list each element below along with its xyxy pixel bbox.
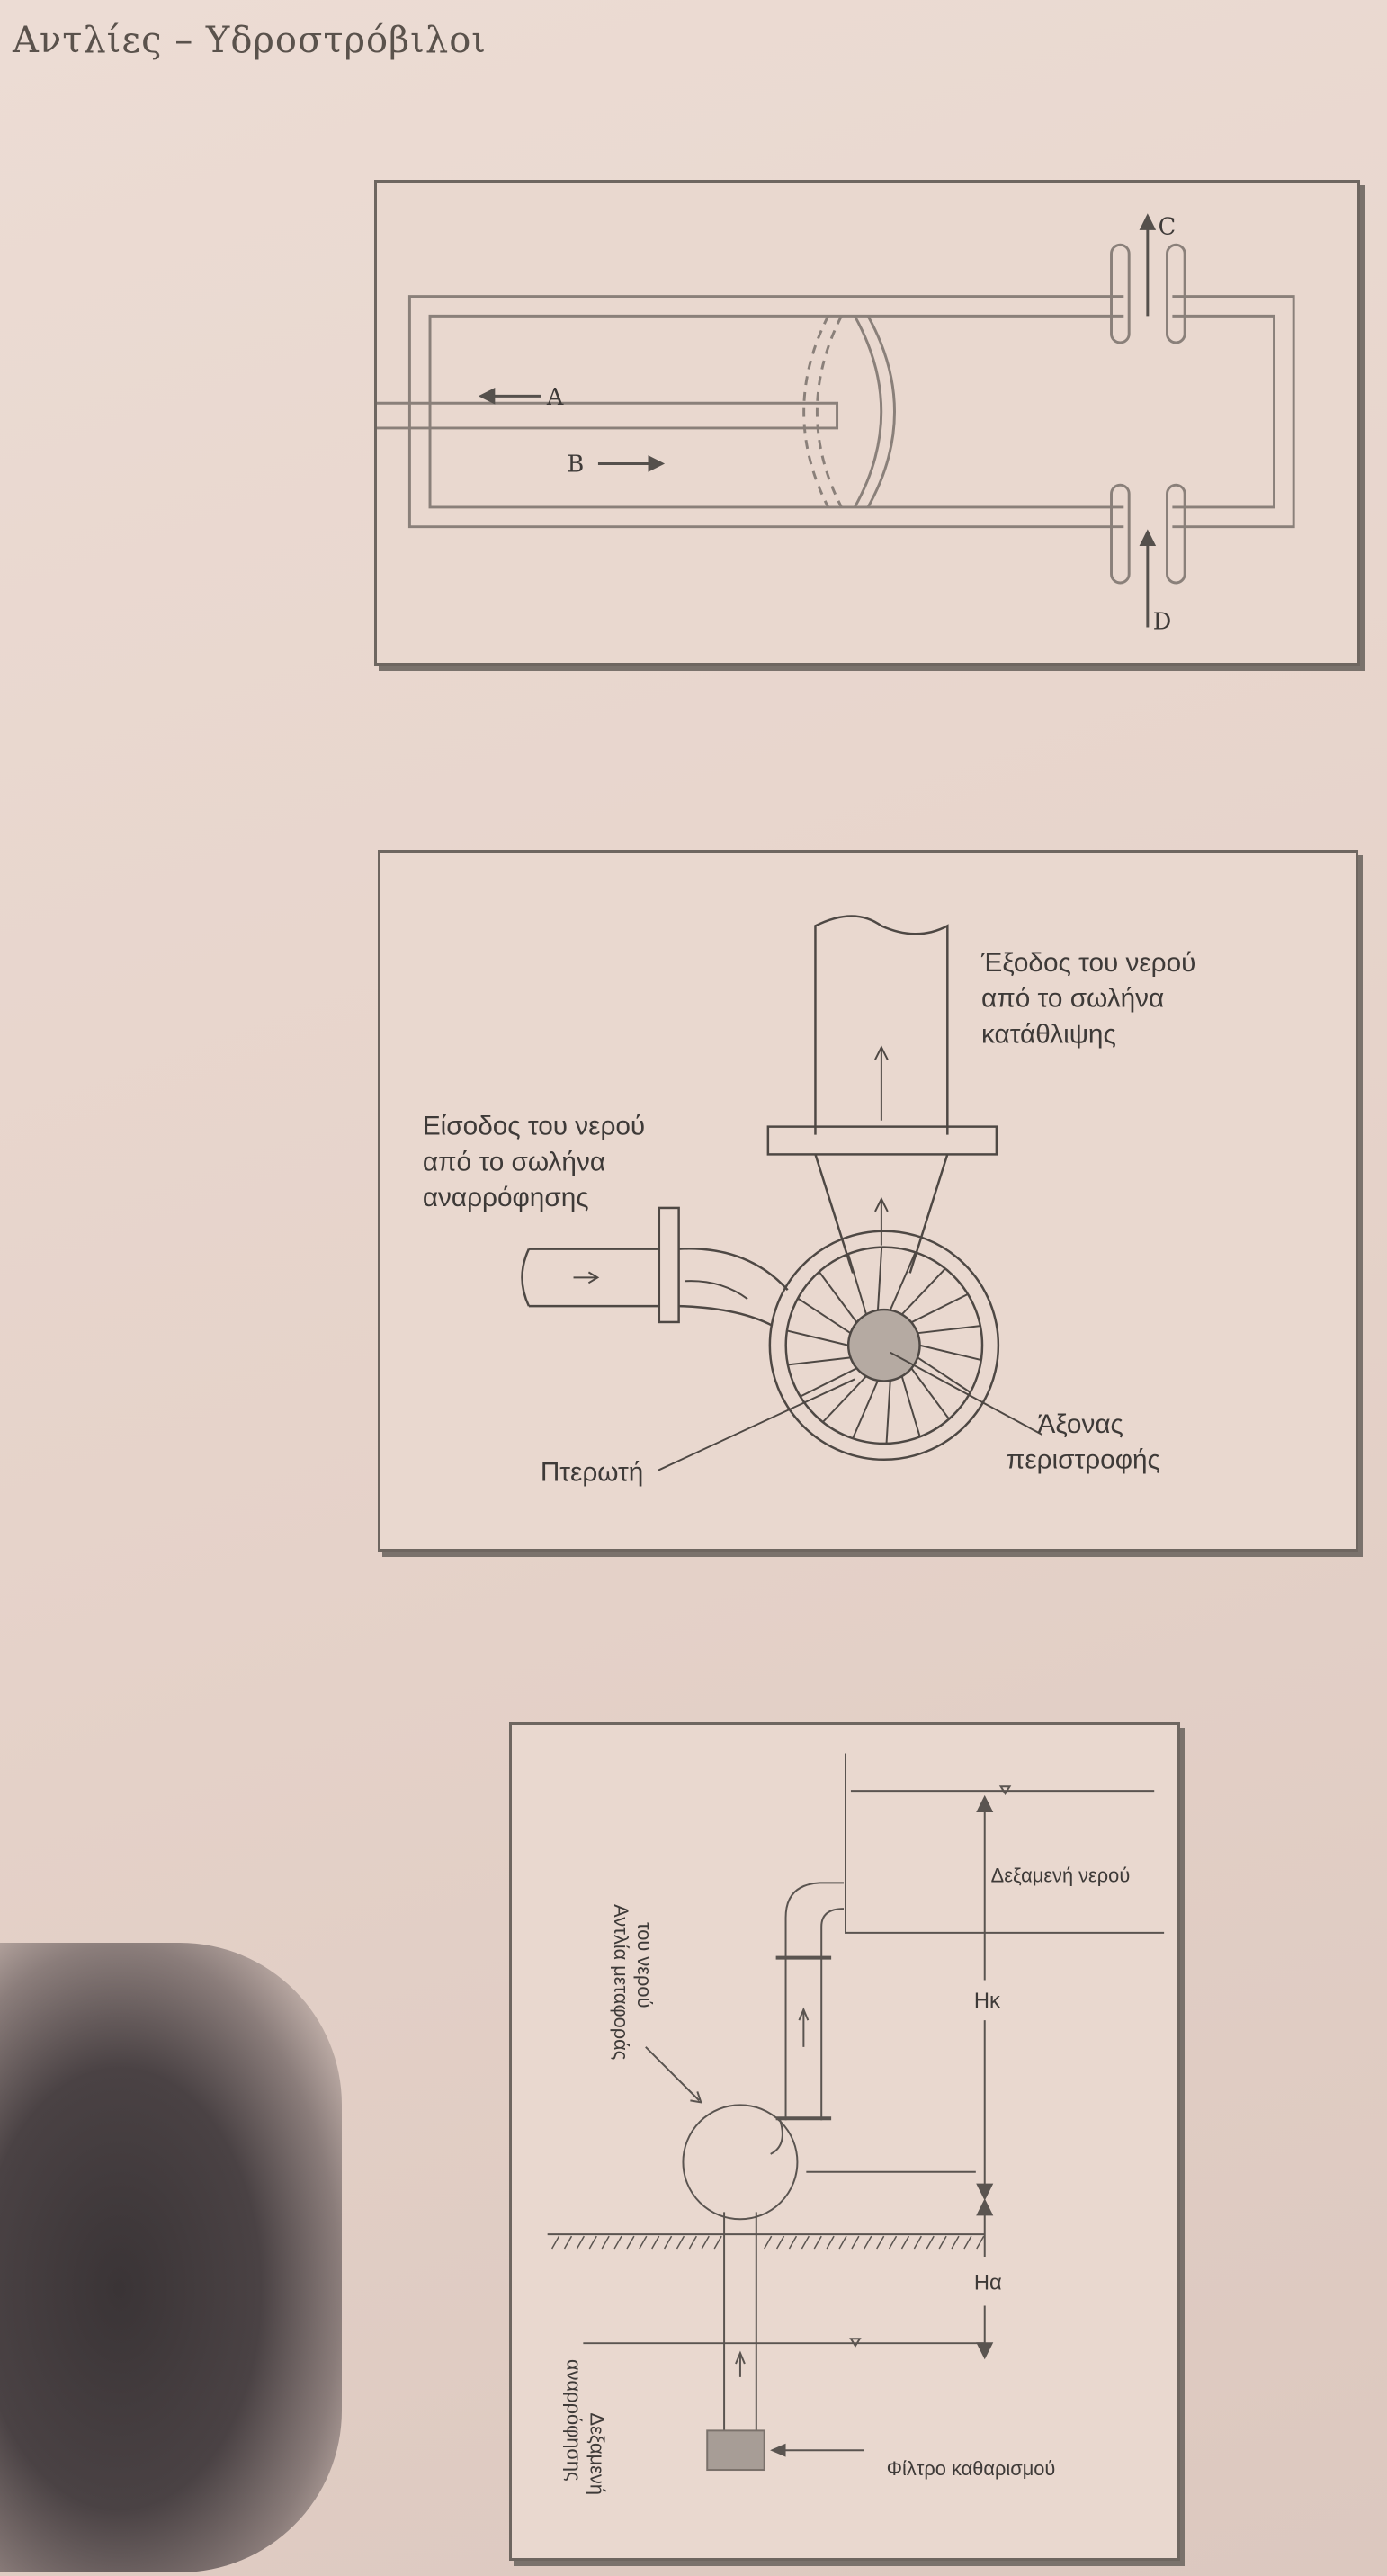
piston-ghost [802, 315, 843, 508]
ground-hatch [550, 2235, 560, 2250]
impeller-label: Πτερωτή [541, 1458, 644, 1488]
impeller-blade [910, 1292, 969, 1324]
hk-label: Hκ [974, 1989, 1000, 2013]
outlet-valve [1110, 243, 1186, 344]
ground-hatch [688, 2235, 697, 2250]
suction-pipe [521, 1248, 659, 1308]
impeller-blade [900, 1375, 921, 1437]
ground-hatch [576, 2235, 585, 2250]
ground-hatch [913, 2235, 922, 2250]
pointer-axis [890, 1351, 1042, 1436]
ground-hatch [626, 2235, 635, 2250]
ground-hatch [701, 2235, 710, 2250]
pump-label-line2: του νερού [633, 1922, 656, 2008]
pump-casing [682, 2104, 799, 2221]
ground-hatch [938, 2235, 947, 2250]
ground-hatch [563, 2235, 573, 2250]
impeller-blade [797, 1297, 852, 1335]
impeller-blade [900, 1267, 946, 1316]
volute [768, 1230, 1000, 1462]
ground-hatch [851, 2235, 860, 2250]
figure-piston-pump: A B C D [374, 180, 1360, 666]
suction-pipe [723, 2212, 757, 2446]
discharge-pipe [814, 915, 949, 1135]
hand-shadow [0, 1943, 342, 2572]
outlet-label-line2: από το σωλήνα [981, 984, 1164, 1014]
outlet-label-line1: Έξοδος του νερού [980, 948, 1195, 978]
inlet-valve [1110, 483, 1186, 585]
impeller-blade [847, 1253, 867, 1315]
piston-rod [377, 401, 839, 430]
discharge-flange [766, 1125, 998, 1156]
impeller-blades [786, 1247, 982, 1444]
ground-hatch [788, 2235, 798, 2250]
outlet-label-line3: κατάθλιψης [981, 1019, 1116, 1049]
ground-hatch [764, 2235, 773, 2250]
inlet-label-line3: αναρρόφησης [423, 1183, 589, 1212]
ha-label: Hα [974, 2271, 1002, 2295]
impeller-blade [786, 1329, 849, 1346]
ground-hatch [951, 2235, 960, 2250]
suction-tank-label-line1: Δεξαμενή [586, 2413, 608, 2495]
label-a: A [546, 384, 564, 411]
shaft-hub [846, 1308, 921, 1382]
filter-label: Φίλτρο καθαρισμού [887, 2457, 1056, 2480]
ground-hatch [801, 2235, 810, 2250]
impeller-blade [919, 1344, 982, 1362]
ground-hatch [588, 2235, 597, 2250]
pointer-impeller [658, 1378, 855, 1471]
ground-hatch [926, 2235, 935, 2250]
ground-hatch [613, 2235, 622, 2250]
impeller-blade [889, 1251, 917, 1311]
pump-label-line1: Αντλία μεταφοράς [610, 1904, 632, 2060]
impeller-blade [787, 1356, 851, 1366]
ground-hatch [775, 2235, 785, 2250]
ground-hatch [876, 2235, 885, 2250]
tank-label: Δεξαμενή νερού [991, 1864, 1131, 1886]
inlet-label-line1: Είσοδος του νερού [423, 1112, 645, 1141]
page-title: Αντλίες – Υδροστρόβιλοι [13, 20, 487, 61]
upper-water-level [850, 1785, 1155, 1796]
inlet-label-line2: από το σωλήνα [423, 1147, 605, 1176]
label-d: D [1153, 608, 1171, 635]
axis-label-line2: περιστροφής [1007, 1445, 1160, 1475]
ground-hatch [864, 2235, 872, 2250]
filter [706, 2429, 765, 2472]
impeller-blade [822, 1375, 867, 1423]
head-dimensions [976, 1794, 994, 2360]
impeller-blade [885, 1380, 891, 1444]
suction-flange [658, 1206, 680, 1324]
ground-hatch [676, 2235, 685, 2250]
figure-pump-installation: Δεξαμενή νερού Hκ Hα Φίλτρο καθαρισμού Α… [509, 1722, 1180, 2561]
ground-hatch [813, 2235, 822, 2250]
impeller-blade [917, 1356, 971, 1393]
ground-hatch [976, 2235, 985, 2250]
impeller-blade [852, 1380, 879, 1439]
ground-hatch [963, 2235, 972, 2250]
impeller-blade [818, 1271, 858, 1323]
ground-hatch [651, 2235, 660, 2250]
label-c: C [1159, 213, 1177, 240]
impeller-blade [917, 1325, 980, 1335]
impeller-blade [910, 1367, 950, 1420]
label-b: B [568, 451, 585, 478]
axis-label-line1: Άξονας [1038, 1409, 1123, 1439]
ground-hatch [900, 2235, 910, 2250]
cylinder [407, 295, 1295, 529]
ground-hatch [713, 2235, 722, 2250]
ground-hatch [888, 2235, 898, 2250]
ground-hatch [639, 2235, 648, 2250]
ground-hatch [601, 2235, 610, 2250]
suction-tank-label-line2: αναρρόφησης [563, 2359, 586, 2481]
impeller-blade [876, 1247, 883, 1310]
figure-centrifugal-pump: Έξοδος του νερού από το σωλήνα κατάθλιψη… [378, 850, 1358, 1552]
upper-tank [845, 1753, 1165, 1934]
discharge-pipe [784, 1882, 845, 2121]
impeller-blade [800, 1367, 857, 1398]
ground-hatch [826, 2235, 835, 2250]
impeller [784, 1246, 984, 1445]
piston [853, 315, 896, 508]
ground-hatch [663, 2235, 673, 2250]
ground-hatch [838, 2235, 847, 2250]
